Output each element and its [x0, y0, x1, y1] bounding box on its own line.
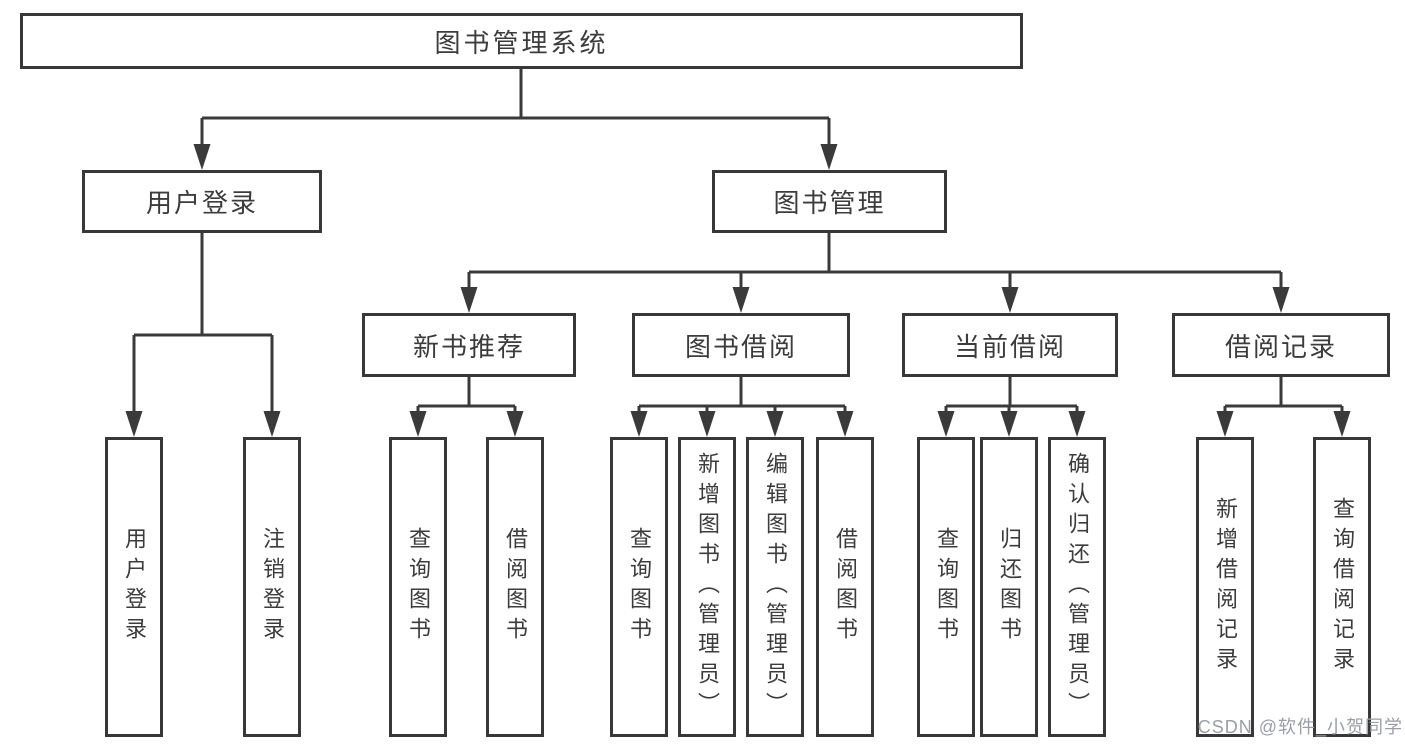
leaf-newbooks-borrow-book-label: 借阅图书	[503, 527, 528, 647]
node-current-borrow-label: 当前借阅	[953, 331, 1066, 362]
arrow-down-icon	[1272, 287, 1290, 313]
arrow-down-icon	[732, 287, 750, 313]
connector-root-to-level2	[200, 69, 831, 146]
leaf-borrow-query-book-label: 查询图书	[627, 527, 652, 647]
leaf-add-borrow-record: 新增借阅记录	[1196, 437, 1254, 737]
leaf-borrow-book: 借阅图书	[816, 437, 874, 737]
arrow-down-icon	[193, 144, 211, 170]
connector-bookmgmt-to-level3	[467, 233, 1283, 289]
arrowheads	[125, 144, 1351, 437]
leaf-logout-label: 注销登录	[260, 527, 285, 647]
node-current-borrow: 当前借阅	[902, 313, 1118, 377]
arrow-down-icon	[698, 411, 716, 437]
leaf-borrow-query-book: 查询图书	[610, 437, 668, 737]
arrow-down-icon	[263, 411, 281, 437]
arrow-down-icon	[820, 144, 838, 170]
leaf-current-query-book: 查询图书	[917, 437, 975, 737]
node-borrow-records: 借阅记录	[1172, 313, 1390, 377]
leaf-edit-book-admin: 编辑图书（管理员）	[746, 437, 804, 737]
node-root-system-label: 图书管理系统	[434, 27, 609, 58]
arrow-down-icon	[630, 411, 648, 437]
leaf-add-book-admin-label: 新增图书（管理员）	[695, 452, 720, 722]
leaf-edit-book-admin-label: 编辑图书（管理员）	[763, 452, 788, 722]
node-book-management-label: 图书管理	[773, 188, 886, 218]
leaf-confirm-return-admin-label: 确认归还（管理员）	[1065, 452, 1090, 722]
csdn-watermark: CSDN @软件_小贺同学	[1197, 717, 1403, 737]
arrow-down-icon	[506, 411, 524, 437]
arrow-down-icon	[1000, 411, 1018, 437]
leaf-logout: 注销登录	[243, 437, 301, 737]
node-user-login: 用户登录	[82, 170, 322, 233]
arrow-down-icon	[1068, 411, 1086, 437]
leaf-newbooks-borrow-book: 借阅图书	[486, 437, 544, 737]
connector-borrowrecords-to-leaves	[1223, 377, 1344, 413]
arrow-down-icon	[1001, 287, 1019, 313]
leaf-borrow-book-label: 借阅图书	[833, 527, 858, 647]
connector-newbooks-to-leaves	[416, 377, 517, 413]
arrow-down-icon	[1333, 411, 1351, 437]
leaf-query-borrow-record-label: 查询借阅记录	[1330, 497, 1355, 677]
leaf-confirm-return-admin: 确认归还（管理员）	[1048, 437, 1106, 737]
leaf-return-book: 归还图书	[980, 437, 1038, 737]
node-book-management: 图书管理	[712, 170, 947, 233]
node-user-login-label: 用户登录	[145, 188, 258, 218]
node-borrow-records-label: 借阅记录	[1224, 331, 1337, 362]
connector-userlogin-to-leaves	[132, 233, 274, 413]
node-book-borrow: 图书借阅	[632, 313, 850, 377]
arrow-down-icon	[937, 411, 955, 437]
arrow-down-icon	[1216, 411, 1234, 437]
connector-bookborrow-to-leaves	[637, 377, 847, 413]
leaf-newbooks-query-book: 查询图书	[389, 437, 447, 737]
leaf-query-borrow-record: 查询借阅记录	[1313, 437, 1371, 737]
node-root-system: 图书管理系统	[20, 13, 1023, 69]
arrow-down-icon	[836, 411, 854, 437]
leaf-user-login: 用户登录	[105, 437, 163, 737]
arrow-down-icon	[125, 411, 143, 437]
node-new-book-recommend-label: 新书推荐	[412, 331, 525, 362]
arrow-down-icon	[409, 411, 427, 437]
leaf-return-book-label: 归还图书	[997, 527, 1022, 647]
leaf-current-query-book-label: 查询图书	[934, 527, 959, 647]
node-new-book-recommend: 新书推荐	[362, 313, 576, 377]
leaf-user-login-label: 用户登录	[122, 527, 147, 647]
node-book-borrow-label: 图书借阅	[684, 331, 797, 362]
leaf-add-book-admin: 新增图书（管理员）	[678, 437, 736, 737]
leaf-newbooks-query-book-label: 查询图书	[406, 527, 431, 647]
arrow-down-icon	[460, 287, 478, 313]
leaf-add-borrow-record-label: 新增借阅记录	[1213, 497, 1238, 677]
connector-currentborrow-to-leaves	[944, 377, 1079, 413]
arrow-down-icon	[766, 411, 784, 437]
